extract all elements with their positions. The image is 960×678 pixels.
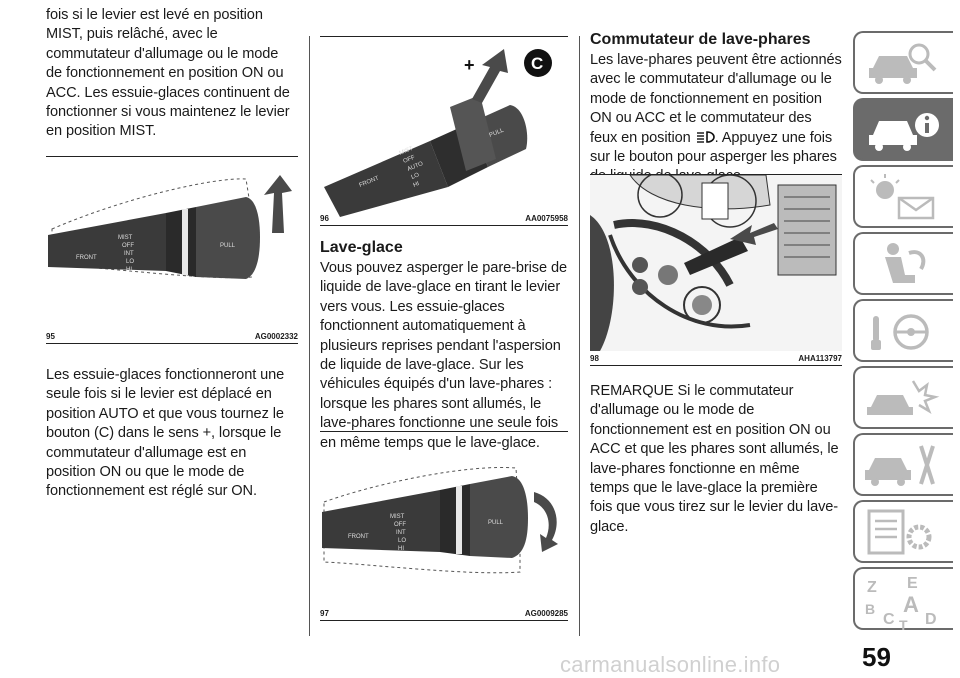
- callout-label: C: [531, 54, 543, 73]
- svg-text:INT: INT: [124, 251, 134, 257]
- arrow-up-icon: [472, 49, 508, 103]
- watermark: carmanualsonline.info: [560, 652, 781, 677]
- svg-text:HI: HI: [126, 267, 132, 273]
- svg-text:MIST: MIST: [399, 146, 415, 157]
- alphabet-index-icon: Z E B A C D T: [865, 575, 937, 630]
- svg-text:E: E: [907, 575, 918, 592]
- svg-text:OFF: OFF: [403, 155, 417, 165]
- airbag-seat-icon: [885, 243, 926, 283]
- column-divider: [579, 36, 580, 636]
- tab-warning-lights[interactable]: [853, 165, 953, 228]
- car-info-icon: [869, 113, 939, 151]
- svg-text:PULL: PULL: [489, 127, 506, 138]
- figure-98: 98 AHA113797: [590, 174, 842, 366]
- plus-label: +: [464, 55, 475, 75]
- figure-code: AG0009285: [524, 609, 568, 618]
- svg-text:HI: HI: [398, 546, 404, 552]
- paragraph: fois si le levier est levé en position M…: [46, 7, 290, 140]
- car-search-icon: [869, 43, 937, 84]
- section-heading: Lave-glace: [320, 239, 403, 256]
- figure-number: 96: [320, 214, 329, 223]
- svg-text:A: A: [903, 592, 919, 617]
- figure-number: 98: [590, 354, 599, 363]
- paragraph: Les lave-phares peuvent être actionnés a…: [590, 52, 842, 184]
- svg-text:FRONT: FRONT: [76, 255, 97, 261]
- svg-text:C: C: [883, 611, 895, 628]
- figure-95: FRONT MIST OFF INT LO HI PULL 95 AG00023…: [46, 156, 298, 344]
- svg-text:LO: LO: [126, 259, 134, 265]
- svg-text:T: T: [899, 617, 908, 630]
- tab-starting[interactable]: [853, 299, 953, 362]
- svg-text:PULL: PULL: [220, 243, 236, 249]
- section-heading: Commutateur de lave-phares: [590, 31, 811, 48]
- arrow-left-icon: [730, 223, 778, 245]
- tab-safety[interactable]: [853, 232, 953, 295]
- svg-text:LO: LO: [411, 172, 421, 181]
- arrow-up-icon: [264, 175, 292, 233]
- figure-code: AA0075958: [525, 214, 568, 223]
- svg-text:HI: HI: [413, 181, 421, 189]
- figure-code: AG0002332: [254, 332, 298, 341]
- headlight-icon: [696, 130, 715, 143]
- svg-text:Z: Z: [867, 579, 877, 596]
- svg-text:INT: INT: [396, 530, 406, 536]
- svg-text:OFF: OFF: [394, 522, 406, 528]
- tab-emergency[interactable]: [853, 366, 953, 429]
- svg-text:OFF: OFF: [122, 243, 134, 249]
- curved-arrow-icon: [534, 492, 558, 552]
- column-divider: [309, 36, 310, 636]
- tab-car-info[interactable]: [853, 98, 953, 161]
- svg-text:PULL: PULL: [488, 520, 504, 526]
- svg-text:MIST: MIST: [390, 514, 405, 520]
- remark-paragraph: REMARQUE Si le commutateur d'allumage ou…: [590, 383, 839, 535]
- key-steering-wheel-icon: [871, 314, 929, 350]
- car-tools-icon: [865, 445, 935, 486]
- svg-text:FRONT: FRONT: [348, 534, 369, 540]
- figure-number: 97: [320, 609, 329, 618]
- tab-index[interactable]: Z E B A C D T: [853, 567, 953, 630]
- car-crash-icon: [867, 380, 940, 415]
- page-number: 59: [862, 642, 891, 672]
- tab-car-search[interactable]: [853, 31, 953, 94]
- checklist-gear-icon: [867, 509, 932, 555]
- svg-text:B: B: [865, 601, 875, 617]
- figure-caption: 95 AG0002332: [46, 332, 298, 341]
- figure-number: 95: [46, 332, 55, 341]
- figure-caption: 96 AA0075958: [320, 214, 568, 223]
- figure-caption: 97 AG0009285: [320, 609, 568, 618]
- svg-text:MIST: MIST: [118, 235, 133, 241]
- dashboard-illustration: [590, 175, 842, 351]
- wiper-lever-pull-illustration: FRONT MIST OFF INT LO HI PULL: [322, 466, 558, 574]
- wiper-lever-illustration: FRONT MIST OFF INT LO HI PULL: [48, 175, 292, 279]
- callout-circle: [524, 49, 552, 77]
- figure-97: FRONT MIST OFF INT LO HI PULL 97 AG00092…: [320, 431, 568, 621]
- svg-text:D: D: [925, 611, 937, 628]
- svg-text:AUTO: AUTO: [407, 161, 425, 173]
- paragraph: Les essuie-glaces fonctionneront une seu…: [46, 367, 285, 500]
- figure-96: FRONT MIST OFF AUTO LO HI PULL + C 96 AA…: [320, 36, 568, 226]
- paragraph: Vous pouvez asperger le pare-brise de li…: [320, 260, 567, 451]
- tab-technical-specs[interactable]: [853, 500, 953, 563]
- wiper-lever-auto-illustration: FRONT MIST OFF AUTO LO HI PULL + C: [324, 49, 552, 217]
- warning-light-envelope-icon: [870, 174, 935, 220]
- svg-text:LO: LO: [398, 538, 406, 544]
- figure-code: AHA113797: [798, 354, 842, 363]
- tab-maintenance[interactable]: [853, 433, 953, 496]
- figure-caption: 98 AHA113797: [590, 354, 842, 363]
